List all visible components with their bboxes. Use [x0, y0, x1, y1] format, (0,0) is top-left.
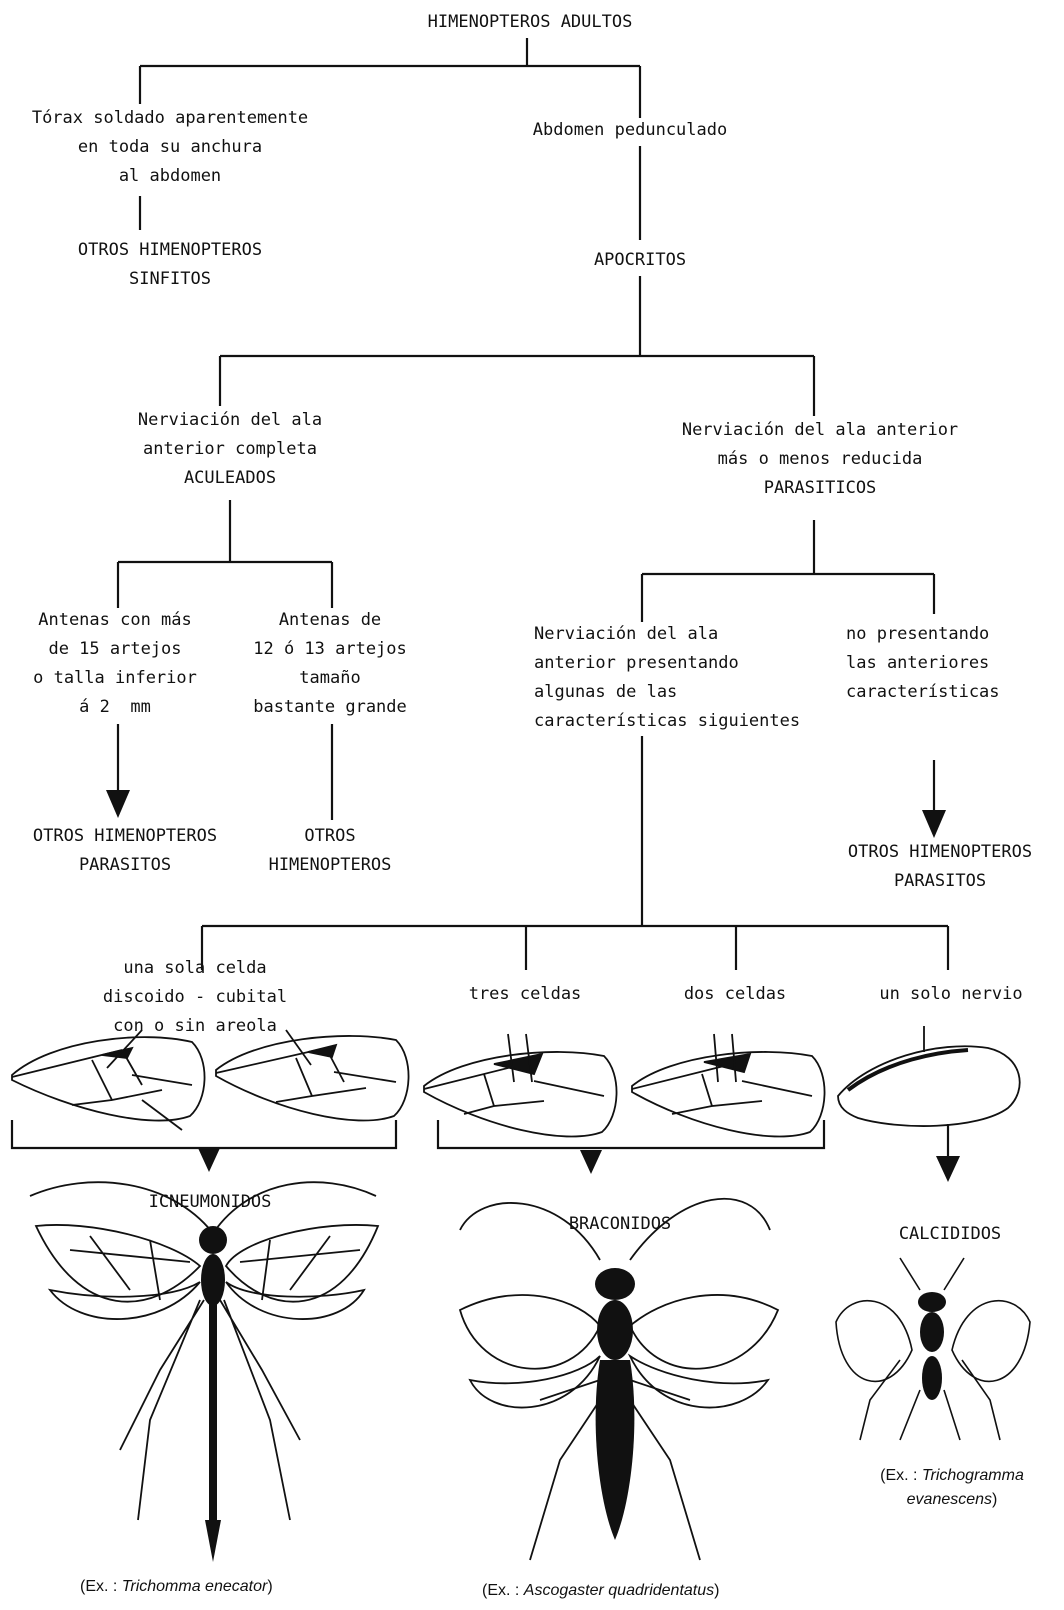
sinfitos-condition: Tórax soldado aparentemente en toda su a… — [0, 104, 340, 191]
family-braconidos: BRACONIDOS — [520, 1210, 720, 1239]
wing-type-one-vein: un solo nervio — [856, 980, 1046, 1009]
example-braconidos: (Ex. : Ascogaster quadridentatus) — [482, 1582, 719, 1600]
species-calcididos: Trichogramma — [922, 1467, 1024, 1484]
species-braconidos: Ascogaster quadridentatus — [524, 1582, 714, 1599]
family-icneumonidos: ICNEUMONIDOS — [100, 1188, 320, 1217]
apocritos-condition: Abdomen pedunculado — [480, 116, 780, 145]
aculeados-option-a: Antenas con más de 15 artejos o talla in… — [0, 606, 230, 722]
aculeados-option-b: Antenas de 12 ó 13 artejos tamaño bastan… — [230, 606, 430, 722]
family-calcididos: CALCIDIDOS — [860, 1220, 1040, 1249]
wing-type-one-cell: una sola celda discoido - cubital con o … — [70, 954, 320, 1041]
parasiticos-result-b: OTROS HIMENOPTEROS PARASITOS — [820, 838, 1060, 896]
example-calcididos: (Ex. : Trichogramma evanescens) — [852, 1464, 1052, 1512]
parasiticos-option-a: Nerviación del ala anterior presentando … — [534, 620, 824, 736]
species-icneumonidos: Trichomma enecator — [122, 1578, 268, 1595]
root-label: HIMENOPTEROS ADULTOS — [370, 8, 690, 37]
wing-type-two-cells: dos celdas — [650, 980, 820, 1009]
parasiticos-condition: Nerviación del ala anterior más o menos … — [650, 416, 990, 503]
species-calcididos-2: evanescens — [907, 1491, 992, 1508]
sinfitos-result: OTROS HIMENOPTEROS SINFITOS — [20, 236, 320, 294]
aculeados-condition: Nerviación del ala anterior completa ACU… — [90, 406, 370, 493]
wing-type-three-cells: tres celdas — [440, 980, 610, 1009]
aculeados-result-b: OTROS HIMENOPTEROS — [240, 822, 420, 880]
example-icneumonidos: (Ex. : Trichomma enecator) — [80, 1578, 273, 1596]
apocritos-result: APOCRITOS — [520, 246, 760, 275]
parasiticos-option-b: no presentando las anteriores caracterís… — [846, 620, 1064, 707]
aculeados-result-a: OTROS HIMENOPTEROS PARASITOS — [0, 822, 250, 880]
